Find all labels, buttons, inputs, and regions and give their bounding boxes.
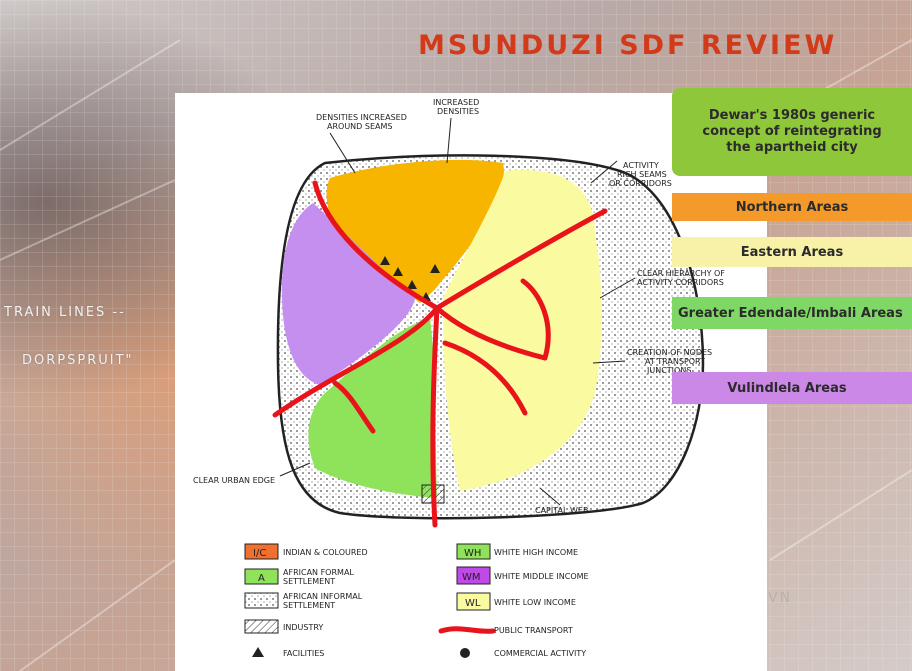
legend-swatch-white-high [456,543,491,560]
legend-swatch-african-formal [244,568,279,585]
legend-label-african-informal-2: SETTLEMENT [283,601,335,610]
legend-swatch-white-low [456,592,491,611]
legend-label-white-low: WHITE LOW INCOME [494,598,576,607]
legend-code-a: A [258,573,265,584]
legend-label-african-informal-1: AFRICAN INFORMAL [283,592,363,601]
facilities-markers [380,256,440,301]
capital-web-note: CAPITAL WEB [535,506,588,515]
vulindlela-area-zone [281,203,415,385]
legend-code-wl: WL [465,598,481,609]
northern-area-zone [326,159,504,303]
legend-swatch-industry [244,619,279,634]
legend-code-wh: WH [464,548,481,559]
vulindlela-areas-box: Vulindlela Areas [672,372,912,404]
legend-label-transport: PUBLIC TRANSPORT [494,626,573,635]
legend-label-commercial: COMMERCIAL ACTIVITY [494,649,586,658]
eastern-area-zone [443,170,602,491]
nodes-note-3: JUNCTIONS [646,366,691,375]
eastern-areas-box: Eastern Areas [672,237,912,267]
nodes-note-1: CREATION OF NODES [627,348,712,357]
city-concept-diagram: DENSITIES INCREASED AROUND SEAMS INCREAS… [193,98,725,658]
annotation-leaders [279,117,636,506]
legend-label-industry: INDUSTRY [283,623,323,632]
public-transport-lines [272,180,608,528]
northern-areas-label: Northern Areas [735,199,849,215]
urban-edge-note: CLEAR URBAN EDGE [193,476,275,485]
edendale-areas-label: Greater Edendale/Imbali Areas [678,305,903,321]
activity-seams-note-3: OR CORRIDORS [609,179,672,188]
edendale-areas-box: Greater Edendale/Imbali Areas [672,297,912,329]
legend-swatch-white-middle [456,566,491,585]
legend-label-facilities: FACILITIES [283,649,324,658]
slide-title: MSUNDUZI SDF REVIEW [418,30,838,61]
diagram-legend: I/C INDIAN & COLOURED A AFRICAN FORMAL S… [244,543,589,658]
legend-label-ic: INDIAN & COLOURED [283,548,368,557]
train-lines-label: TRAIN LINES -- [4,305,126,320]
eastern-areas-label: Eastern Areas [740,244,844,260]
legend-code-wm: WM [462,572,481,583]
concept-heading-box: Dewar's 1980s generic concept of reinteg… [672,88,912,176]
concept-heading-text: Dewar's 1980s generic concept of reinteg… [702,108,882,155]
legend-commercial-icon [460,648,470,658]
hierarchy-note-2: ACTIVITY CORRIDORS [637,278,724,287]
densities-seams-note-1: DENSITIES INCREASED [316,113,407,122]
northern-areas-box: Northern Areas [672,193,912,221]
activity-seams-note-2: RICH SEAMS [617,170,667,179]
activity-seams-note-1: ACTIVITY [623,161,659,170]
legend-label-white-middle: WHITE MIDDLE INCOME [494,572,589,581]
increased-densities-note-2: DENSITIES [437,107,479,116]
legend-transport-line [438,626,496,634]
legend-facilities-icon [252,647,264,657]
dorpspruit-label: DORPSPRUIT" [22,353,134,368]
hierarchy-note-1: CLEAR HIERARCHY OF [637,269,725,278]
legend-label-african-formal-2: SETTLEMENT [283,577,335,586]
nodes-note-2: AT TRANSPORT [645,357,705,366]
legend-label-african-formal-1: AFRICAN FORMAL [283,568,354,577]
vulindlela-areas-label: Vulindlela Areas [727,380,847,396]
increased-densities-note-1: INCREASED [433,98,479,107]
legend-label-white-high: WHITE HIGH INCOME [494,548,578,557]
legend-swatch-indian-coloured [244,543,279,560]
legend-code-ic: I/C [253,548,266,559]
densities-seams-note-2: AROUND SEAMS [327,122,392,131]
legend-swatch-african-informal [244,592,279,609]
edendale-area-zone [308,318,437,498]
vn-faint-label: VN [768,590,793,606]
